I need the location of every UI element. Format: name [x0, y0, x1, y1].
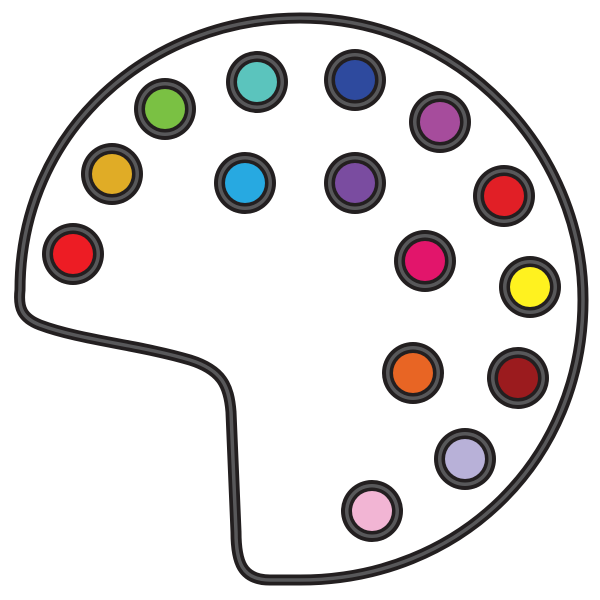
paint-blob-lavender — [445, 439, 485, 479]
paint-well-gold — [81, 143, 143, 205]
paint-well-pink-red — [394, 230, 456, 292]
paint-well-yellow — [499, 256, 561, 318]
paint-blob-magenta-purple — [420, 102, 460, 142]
paint-well-sky-blue — [214, 152, 276, 214]
paint-blob-red — [53, 234, 93, 274]
paint-wells — [42, 49, 561, 542]
paint-blob-sky-blue — [225, 163, 265, 203]
paint-blob-yellow — [510, 267, 550, 307]
paint-well-red — [42, 223, 104, 285]
paint-blob-teal — [237, 62, 277, 102]
paint-well-crimson — [473, 165, 535, 227]
paint-blob-orange — [393, 353, 433, 393]
palette-board — [14, 12, 589, 586]
paint-blob-violet — [335, 163, 375, 203]
paint-well-dark-red — [487, 347, 549, 409]
paint-well-green — [134, 78, 196, 140]
palette-outline-highlight — [17, 16, 585, 582]
paint-well-lavender — [434, 428, 496, 490]
paint-blob-pink-red — [405, 241, 445, 281]
palette-outline — [14, 12, 589, 586]
paint-blob-light-pink — [352, 491, 392, 531]
paint-blob-green — [145, 89, 185, 129]
paint-well-orange — [382, 342, 444, 404]
paint-blob-gold — [92, 154, 132, 194]
paint-well-magenta-purple — [409, 91, 471, 153]
paint-blob-crimson — [484, 176, 524, 216]
paint-well-light-pink — [341, 480, 403, 542]
paint-well-violet — [324, 152, 386, 214]
paint-blob-dark-red — [498, 358, 538, 398]
paint-blob-navy — [335, 60, 375, 100]
paint-well-navy — [324, 49, 386, 111]
paint-well-teal — [226, 51, 288, 113]
